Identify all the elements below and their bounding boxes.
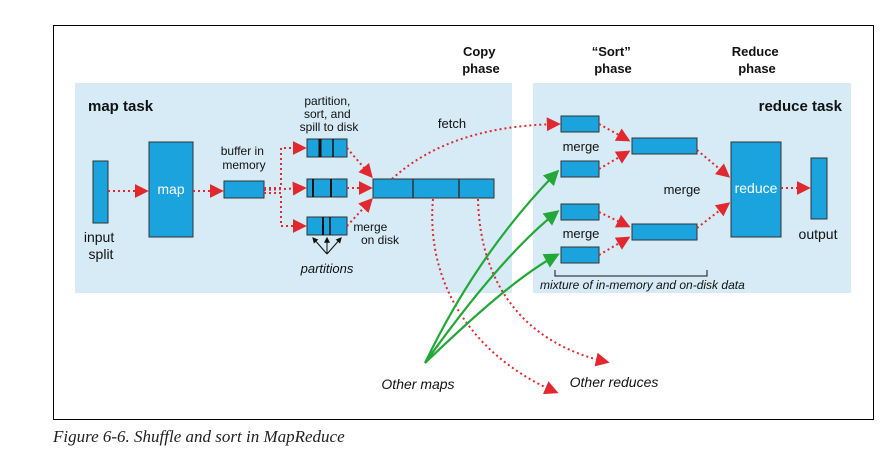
buffer-box (223, 180, 265, 199)
merge-on-disk-line1: merge (353, 220, 387, 234)
reduce-box-label: reduce (735, 180, 778, 196)
partitions-label: partitions (300, 261, 354, 276)
svg-text:partition, sort, and s: partition, sort, and spill to disk (300, 94, 360, 134)
merged-box-top (631, 137, 698, 155)
input-split-label-line1: input (84, 229, 114, 245)
fetched-box-1 (560, 115, 600, 133)
partitions-pointers (312, 236, 342, 255)
merged-box-bottom (631, 223, 698, 241)
buffer-label-line1: buffer in (221, 144, 264, 158)
svg-text:“Sort” phase: “Sort” phase (592, 44, 635, 76)
buffer-label-line2: memory (222, 158, 265, 172)
svg-text:buffer in memory: buffer in memory (221, 144, 268, 172)
copy-phase-line1: Copy (463, 44, 496, 59)
other-reduces-label: Other reduces (570, 374, 659, 390)
fetch-label: fetch (438, 116, 466, 131)
figure-frame (53, 25, 874, 420)
merge-label-top: merge (563, 139, 600, 154)
merged-output-box (372, 178, 495, 199)
reduce-phase-line2: phase (738, 61, 776, 76)
sort-phase-line2: phase (594, 61, 632, 76)
map-box (148, 141, 194, 238)
svg-text:Copy phase: Copy phase (462, 44, 500, 76)
merge-label-bottom: merge (563, 226, 600, 241)
fetched-box-4 (560, 246, 600, 264)
spill-box-top (306, 138, 348, 158)
other-maps-arrows (424, 169, 560, 364)
spill-box-bottom (306, 216, 348, 236)
input-split-label-line2: split (89, 246, 114, 262)
partition-label-line3: spill to disk (300, 120, 360, 134)
spill-box-middle (306, 178, 348, 198)
fetched-box-2 (560, 160, 600, 178)
map-task-title: map task (88, 98, 154, 115)
data-flow-arrows (108, 117, 811, 395)
fetched-box-3 (560, 203, 600, 221)
output-box (810, 157, 828, 220)
reduce-box (730, 141, 782, 238)
reduce-phase-line1: Reduce (732, 44, 779, 59)
merge-label-middle: merge (664, 182, 701, 197)
figure-caption: Figure 6-6. Shuffle and sort in MapReduc… (53, 427, 345, 446)
merge-on-disk-line2: on disk (361, 233, 400, 247)
partition-label-line2: sort, and (304, 107, 351, 121)
map-box-label: map (157, 181, 184, 197)
svg-text:Reduce phase: Reduce phase (732, 44, 783, 76)
svg-text:merge on disk: merge on disk (353, 220, 400, 247)
partition-label-line1: partition, (304, 94, 350, 108)
svg-text:input split: input split (84, 229, 118, 262)
input-split-box (92, 160, 109, 224)
sort-phase-line1: “Sort” (592, 44, 631, 59)
other-maps-label: Other maps (381, 376, 454, 392)
reduce-task-title: reduce task (759, 98, 843, 115)
mixture-label: mixture of in-memory and on-disk data (540, 278, 745, 292)
output-label: output (799, 226, 838, 242)
mixture-bracket (554, 270, 708, 277)
copy-phase-line2: phase (462, 61, 500, 76)
